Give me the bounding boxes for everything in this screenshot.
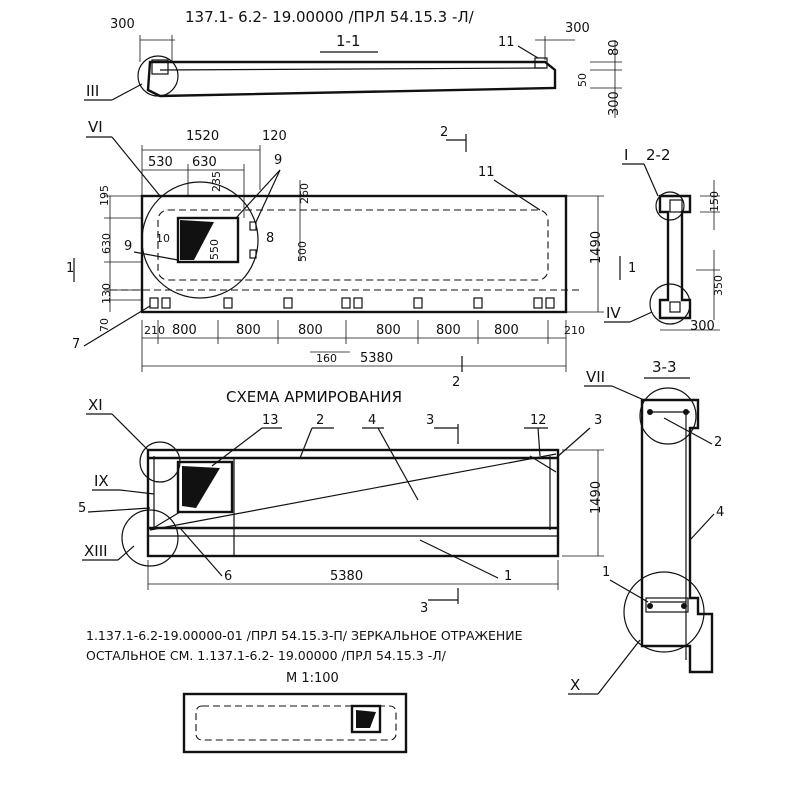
dim-800-1: 800 xyxy=(172,323,197,338)
pos-11-top: 11 xyxy=(498,35,515,50)
dim-300-right: 300 xyxy=(565,21,590,36)
cut-2-bottom: 2 xyxy=(452,375,460,390)
callout-XIII: XIII xyxy=(84,542,108,560)
dim-630-v: 630 xyxy=(100,233,113,254)
section-2-2-label: 2-2 xyxy=(646,146,671,164)
schema-pos-2: 2 xyxy=(316,413,324,428)
section-3-3: 3-3 VII 2 4 1 X xyxy=(568,358,724,695)
callout-I: I xyxy=(624,146,628,164)
pos-7: 7 xyxy=(72,337,80,352)
dim-260: 260 xyxy=(298,183,311,204)
dim-300-v: 300 xyxy=(607,91,622,116)
dim-80: 80 xyxy=(607,39,622,56)
dim-800-5: 800 xyxy=(436,323,461,338)
dim-5380-schema: 5380 xyxy=(330,569,363,584)
pos-11-plan: 11 xyxy=(478,165,495,180)
cut-1-right: 1 xyxy=(628,261,636,276)
dim-235: 235 xyxy=(210,171,223,192)
dim-5380: 5380 xyxy=(360,351,393,366)
drawing-title: 137.1- 6.2- 19.00000 /ПРЛ 54.15.3 -Л/ xyxy=(185,8,475,26)
s33-pos-4: 4 xyxy=(716,505,724,520)
pos-10: 10 xyxy=(156,232,170,245)
dim-1490-schema: 1490 xyxy=(589,481,604,514)
schema-title: СХЕМА АРМИРОВАНИЯ xyxy=(226,388,402,406)
schema-pos-3: 3 xyxy=(594,413,602,428)
dim-800-3: 800 xyxy=(298,323,323,338)
reinforcement-schema: 13 2 4 3 12 3 XI IX 5 XIII 6 1 xyxy=(78,396,604,616)
dim-160: 160 xyxy=(316,352,337,365)
dim-300-22: 300 xyxy=(690,319,715,334)
dim-195: 195 xyxy=(98,185,111,206)
dim-1520: 1520 xyxy=(186,129,219,144)
dim-50: 50 xyxy=(576,73,589,87)
dim-800-4: 800 xyxy=(376,323,401,338)
cut-2-top: 2 xyxy=(440,125,448,140)
note-line-1: 1.137.1-6.2-19.00000-01 /ПРЛ 54.15.3-П/ … xyxy=(86,628,523,643)
callout-XI: XI xyxy=(88,396,103,414)
note-line-2: ОСТАЛЬНОЕ СМ. 1.137.1-6.2- 19.00000 /ПРЛ… xyxy=(86,648,447,663)
scale-label: М 1:100 xyxy=(286,671,339,686)
schema-pos-4: 4 xyxy=(368,413,376,428)
mirrored-slab-thumbnail xyxy=(182,692,408,754)
schema-pos-6: 6 xyxy=(224,569,232,584)
section-2-2: 2-2 I IV 150 350 300 xyxy=(604,146,725,334)
schema-pos-1: 1 xyxy=(504,569,512,584)
cut-3-bottom: 3 xyxy=(420,601,428,616)
dim-300-left: 300 xyxy=(110,17,135,32)
dim-1490: 1490 xyxy=(589,231,604,264)
dim-210-right: 210 xyxy=(564,324,585,337)
dim-70: 70 xyxy=(98,318,111,332)
callout-IV: IV xyxy=(606,304,621,322)
dim-350: 350 xyxy=(712,275,725,296)
pos-8: 8 xyxy=(266,231,274,246)
dim-210-left: 210 xyxy=(144,324,165,337)
callout-IX: IX xyxy=(94,472,109,490)
section-1-1: 1-1 300 300 80 50 300 III 11 xyxy=(84,17,622,118)
dim-630: 630 xyxy=(192,155,217,170)
section-1-1-label: 1-1 xyxy=(336,32,361,50)
dim-530: 530 xyxy=(148,155,173,170)
cut-1-left: 1 xyxy=(66,261,74,276)
dim-800-6: 800 xyxy=(494,323,519,338)
dim-500: 500 xyxy=(296,241,309,262)
cut-3-top: 3 xyxy=(426,413,434,428)
schema-pos-12: 12 xyxy=(530,413,547,428)
pos-9-left: 9 xyxy=(124,239,132,254)
callout-X: X xyxy=(570,676,580,694)
schema-pos-13: 13 xyxy=(262,413,279,428)
callout-VII: VII xyxy=(586,368,605,386)
pos-9-right: 9 xyxy=(274,153,282,168)
dim-550: 550 xyxy=(208,239,221,260)
section-3-3-label: 3-3 xyxy=(652,358,677,376)
s33-pos-2: 2 xyxy=(714,435,722,450)
dim-120: 120 xyxy=(262,129,287,144)
plan-view: 1520 120 530 630 235 260 195 630 130 70 … xyxy=(66,118,636,390)
schema-pos-5: 5 xyxy=(78,501,86,516)
callout-VI: VI xyxy=(88,118,103,136)
dim-800-2: 800 xyxy=(236,323,261,338)
callout-III: III xyxy=(86,82,99,100)
dim-150: 150 xyxy=(708,191,721,212)
dim-130: 130 xyxy=(100,283,113,304)
s33-pos-1: 1 xyxy=(602,565,610,580)
